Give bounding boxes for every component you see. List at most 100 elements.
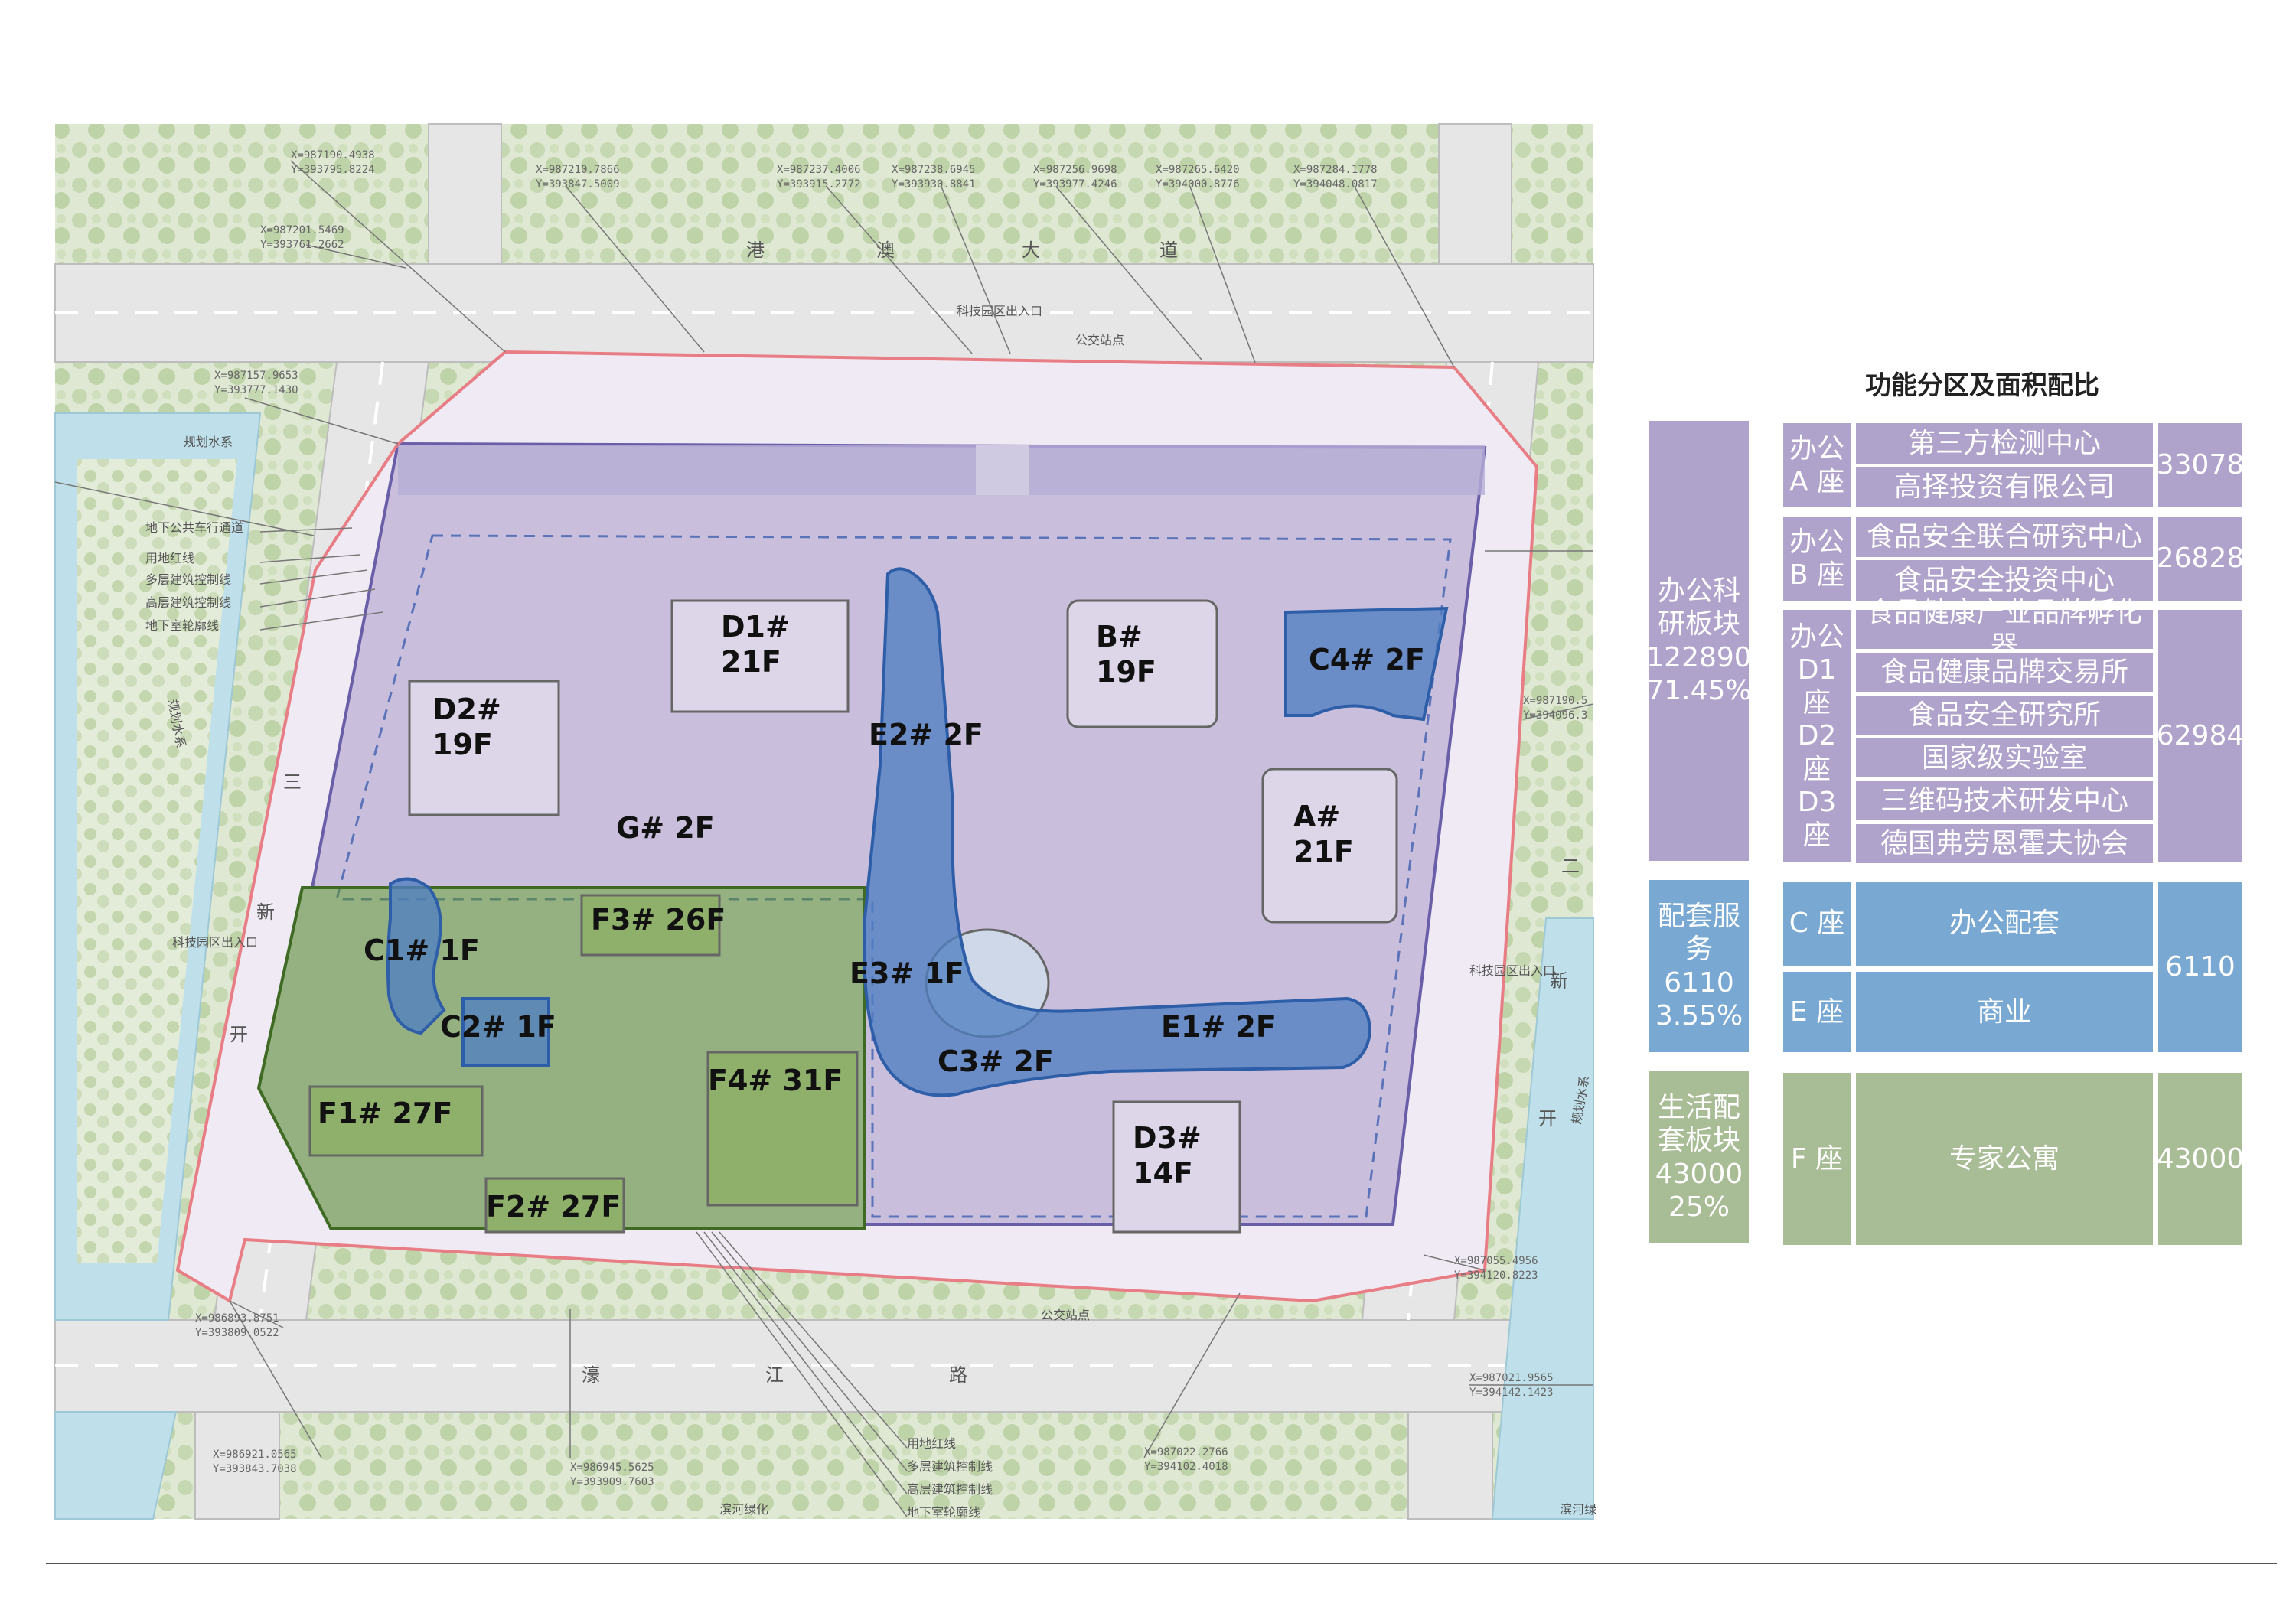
office-block: 办公科 研板块 122890 71.45% — [1646, 421, 1752, 861]
zone-e-c3-corridor — [863, 567, 1372, 1097]
canal-bank — [77, 459, 237, 1263]
zone-c1 — [386, 877, 446, 1035]
legend-bottom-3: 地下室轮廓线 — [907, 1505, 980, 1520]
riverside-green-left: 滨河绿化 — [719, 1502, 768, 1517]
leader-lines — [54, 160, 1594, 1517]
office-d-seat: 办公 D1 座 D2 座 D3 座 — [1783, 610, 1851, 862]
north-entry — [976, 445, 1029, 495]
north-gate-label: 科技园区出入口 — [957, 304, 1042, 318]
service-c-seat: C 座 — [1783, 882, 1851, 966]
label-d2: D2#19F — [432, 693, 501, 761]
legend-bottom-0: 用地红线 — [907, 1436, 956, 1451]
north-water-strip — [398, 445, 1485, 495]
road-south-1: 濠 — [582, 1364, 600, 1386]
coord-11-y: Y=393809.0522 — [195, 1327, 279, 1339]
coord-4-y: Y=393977.4246 — [1033, 178, 1117, 191]
road-west-2: 三 — [283, 771, 302, 793]
coord-6-y: Y=394048.0817 — [1293, 178, 1378, 191]
office-d-item-5: 三维码技术研发中心 — [1856, 781, 2153, 820]
label-f4: F4# 31F — [708, 1064, 843, 1097]
coord-13-x: X=986921.0565 — [213, 1449, 297, 1461]
coord-15-y: Y=394102.4018 — [1144, 1461, 1228, 1473]
office-d-area: 62984 — [2157, 610, 2244, 862]
label-d3: D3#14F — [1133, 1121, 1202, 1190]
coord-9-y: Y=394096.3 — [1523, 709, 1587, 722]
office-a-area: 33078 — [2157, 423, 2244, 507]
road-labels: 港 澳 大 道 濠 江 路 新 三 开 新 二 开 — [230, 240, 1580, 1386]
building-f3 — [580, 894, 721, 957]
coord-4-x: X=987256.9698 — [1033, 164, 1117, 176]
coord-0-x: X=987190.4938 — [291, 149, 375, 161]
label-c2: C2# 1F — [440, 1010, 556, 1044]
coord-12-y: Y=394142.1423 — [1469, 1387, 1554, 1399]
bus-stop-south-label: 公交站点 — [1041, 1308, 1090, 1322]
bottom-rule — [46, 1563, 2277, 1564]
building-d3 — [1112, 1100, 1241, 1234]
road-south-3: 路 — [949, 1364, 967, 1386]
label-c4: C4# 2F — [1309, 643, 1425, 676]
building-d1 — [670, 599, 850, 713]
coord-2-y: Y=393915.2772 — [777, 178, 861, 191]
zone-c4 — [1284, 606, 1449, 722]
road-south-2: 江 — [765, 1364, 784, 1386]
road-west-1: 新 — [256, 901, 275, 923]
building-d2 — [408, 680, 560, 816]
coord-13-y: Y=393843.7038 — [213, 1463, 297, 1475]
road-east-2: 二 — [1561, 855, 1580, 877]
label-e2: E2# 2F — [869, 718, 983, 751]
living-block: 生活配 套板块 43000 25% — [1649, 1071, 1749, 1243]
riverside-green-right: 滨河绿 — [1560, 1502, 1596, 1517]
coord-1-x: X=987210.7866 — [536, 164, 620, 176]
office-d-item-1: 食品健康产业品牌孵化器 — [1856, 597, 2153, 662]
road-east-1: 新 — [1550, 970, 1568, 992]
label-f2: F2# 27F — [486, 1190, 621, 1224]
coord-12-x: X=987021.9565 — [1469, 1372, 1554, 1384]
office-a-seat: 办公 A 座 — [1783, 423, 1851, 507]
legend-bottom-2: 高层建筑控制线 — [907, 1482, 993, 1497]
office-a-item-1: 第三方检测中心 — [1856, 423, 2153, 464]
zone-c2 — [461, 997, 550, 1067]
legend-left-1: 用地红线 — [145, 551, 194, 565]
label-e3: E3# 1F — [850, 957, 964, 990]
office-d-item-4: 国家级实验室 — [1856, 738, 2153, 777]
service-c-item: 办公配套 — [1856, 882, 2153, 966]
building-b — [1066, 599, 1218, 728]
office-d-item-6: 德国弗劳恩霍夫协会 — [1856, 824, 2153, 863]
building-f2 — [484, 1177, 625, 1234]
coord-3-x: X=987238.6945 — [892, 164, 976, 176]
service-e-item: 商业 — [1856, 972, 2153, 1052]
label-f1: F1# 27F — [318, 1097, 452, 1130]
label-b: B#19F — [1096, 620, 1156, 689]
water-system-label: 规划水系 — [184, 435, 233, 449]
living-seat: F 座 — [1783, 1073, 1851, 1245]
coordinate-labels: X=987190.4938 Y=393795.8224 X=987210.786… — [195, 149, 1587, 1488]
bus-stop-north-label: 公交站点 — [1075, 333, 1124, 347]
coord-9-x: X=987190.5 — [1523, 695, 1587, 707]
coord-5-y: Y=394000.8776 — [1156, 178, 1240, 191]
coord-2-x: X=987237.4006 — [777, 164, 861, 176]
coord-10-y: Y=394120.8223 — [1454, 1269, 1538, 1282]
label-c1: C1# 1F — [364, 934, 480, 967]
building-f1 — [308, 1085, 484, 1157]
label-g: G# 2F — [616, 811, 715, 845]
annotations: 科技园区出入口 公交站点 公交站点 科技园区出入口 科技园区出入口 规划水系 规… — [145, 304, 1596, 1520]
coord-8-x: X=987157.9653 — [214, 370, 298, 382]
coord-3-y: Y=393930.8841 — [892, 178, 976, 191]
office-b-seat: 办公 B 座 — [1783, 517, 1851, 601]
control-lines — [335, 534, 1452, 1218]
legend-left-0: 地下公共车行通道 — [145, 520, 243, 535]
building-f4 — [706, 1051, 859, 1207]
road-north-4: 道 — [1159, 240, 1178, 261]
panel-title: 功能分区及面积配比 — [1865, 370, 2099, 401]
road-north-3: 大 — [1022, 240, 1040, 261]
coord-14-x: X=986945.5625 — [570, 1462, 654, 1474]
coord-7-y: Y=393761.2662 — [260, 239, 344, 251]
living-area: 43000 — [2157, 1073, 2244, 1245]
legend-left-3: 高层建筑控制线 — [145, 595, 231, 610]
east-gate-label: 科技园区出入口 — [1469, 963, 1555, 978]
office-b-item-2: 食品安全投资中心 — [1856, 560, 2153, 601]
coord-15-x: X=987022.2766 — [1144, 1446, 1228, 1458]
label-a: A#21F — [1293, 800, 1354, 869]
office-a-item-2: 高择投资有限公司 — [1856, 467, 2153, 507]
